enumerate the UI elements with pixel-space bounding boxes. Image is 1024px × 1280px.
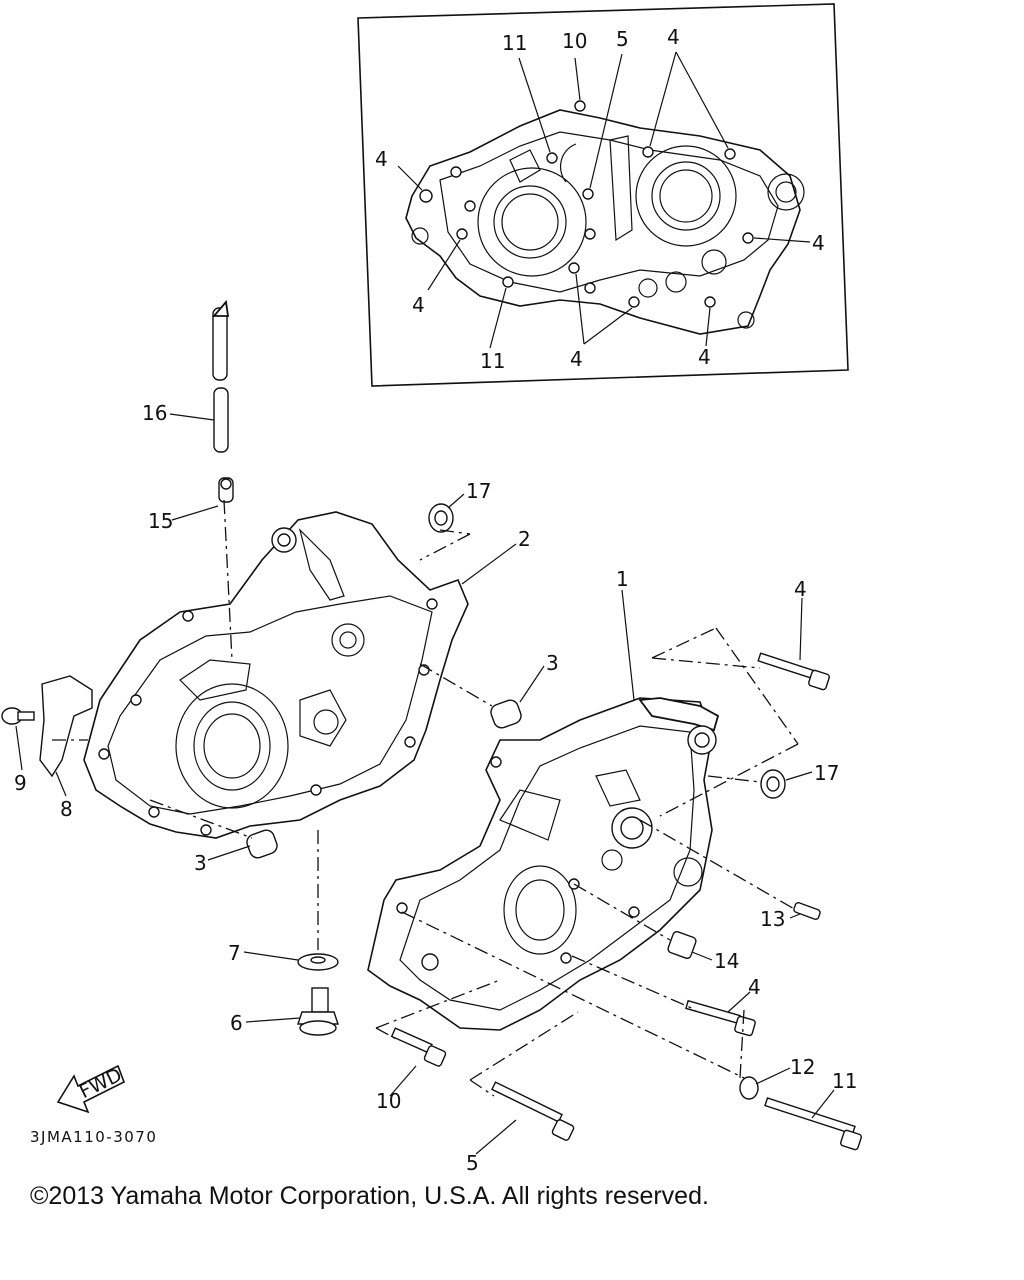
callout-leader-lines <box>15 413 835 1155</box>
left-crankcase <box>83 511 469 839</box>
inset-bolt-holes <box>419 100 754 308</box>
inset-label: 5 <box>616 27 629 51</box>
part-3-dowel-lower <box>246 829 278 859</box>
assembly-center-lines <box>52 499 799 1097</box>
part-8-bracket <box>39 675 93 778</box>
inset-crank-bearing <box>493 185 567 259</box>
inset-label: 4 <box>812 231 825 255</box>
inset-label: 4 <box>412 293 425 317</box>
callout-label: 15 <box>148 509 173 533</box>
part-9-screw <box>1 707 35 725</box>
inset-label: 4 <box>570 347 583 371</box>
callout-label: 12 <box>790 1055 815 1079</box>
fwd-label: FWD <box>76 1064 126 1103</box>
inset-label: 4 <box>667 25 680 49</box>
inset-boss <box>767 173 805 211</box>
part-3-dowel-upper <box>490 699 522 729</box>
inset-crank-housing <box>477 167 587 277</box>
inset-trans-housing <box>635 145 737 247</box>
inset-label: 11 <box>502 31 527 55</box>
right-crankcase <box>367 697 720 1031</box>
callout-label: 13 <box>760 907 785 931</box>
callout-label: 11 <box>832 1069 857 1093</box>
inset-oil-passage <box>609 135 633 242</box>
part-13-pin <box>793 902 821 920</box>
inset-label: 11 <box>480 349 505 373</box>
callout-label: 8 <box>60 797 73 821</box>
inset-label: 4 <box>375 147 388 171</box>
right-case-top-pad <box>638 697 720 732</box>
callout-label: 4 <box>748 975 761 999</box>
callout-label: 10 <box>376 1089 401 1113</box>
part-15-nipple <box>218 477 234 503</box>
inset-callouts: 11 10 5 4 4 4 4 11 4 4 <box>375 25 825 373</box>
callout-label: 3 <box>194 851 207 875</box>
inset-frame <box>357 3 849 387</box>
inset-crankcase-outline <box>405 109 801 335</box>
callout-label: 3 <box>546 651 559 675</box>
part-12-washer <box>739 1076 759 1100</box>
inset-leader-lines <box>397 51 811 349</box>
copyright-notice: ©2013 Yamaha Motor Corporation, U.S.A. A… <box>30 1182 709 1210</box>
callout-label: 7 <box>228 941 241 965</box>
callout-label: 17 <box>814 761 839 785</box>
part-10-bolt <box>390 1027 447 1067</box>
part-callouts: 16 15 17 2 1 4 3 17 9 8 3 13 7 14 6 4 10… <box>14 401 857 1175</box>
part-4-bolt-lower <box>685 999 756 1037</box>
right-case-bearing <box>503 865 577 955</box>
callout-label: 1 <box>616 567 629 591</box>
diagram-code: 3JMA110-3070 <box>30 1128 157 1146</box>
part-4-bolt-upper <box>757 652 830 691</box>
part-16-pipe <box>212 299 230 453</box>
callout-label: 17 <box>466 479 491 503</box>
callout-label: 4 <box>794 577 807 601</box>
inset-label: 4 <box>698 345 711 369</box>
inset-trans-bearing-inner <box>659 169 713 223</box>
part-14-collar <box>667 930 697 960</box>
part-5-bolt <box>491 1081 575 1141</box>
part-11-bolt <box>764 1097 862 1151</box>
callout-label: 9 <box>14 771 27 795</box>
callout-label: 5 <box>466 1151 479 1175</box>
callout-label: 14 <box>714 949 739 973</box>
bolt-location-inset: 11 10 5 4 4 4 4 11 4 4 <box>357 3 849 387</box>
callout-label: 6 <box>230 1011 243 1035</box>
inset-trans-bearing <box>651 161 721 231</box>
forward-direction-arrow: FWD <box>56 1064 126 1114</box>
inset-crank-bearing-inner <box>501 193 559 251</box>
inset-label: 10 <box>562 29 587 53</box>
part-6-bolt <box>297 987 339 1036</box>
callout-label: 2 <box>518 527 531 551</box>
left-case-bearing-housing <box>175 683 289 809</box>
callout-label: 16 <box>142 401 167 425</box>
